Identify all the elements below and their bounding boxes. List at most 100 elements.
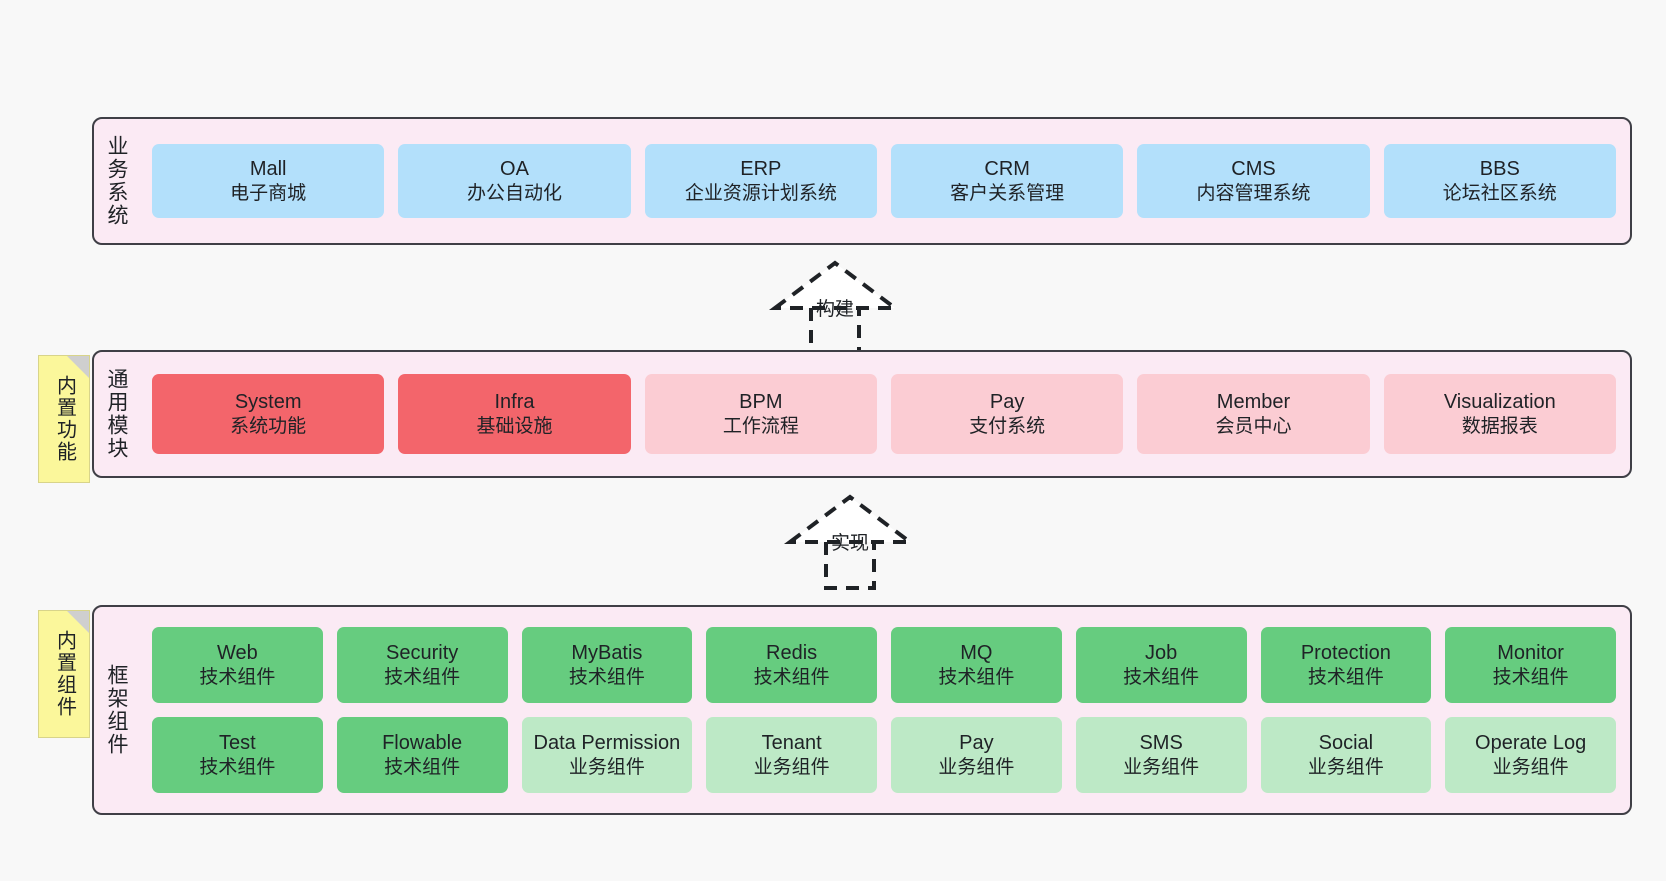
card-tenant[interactable]: Tenant 业务组件 xyxy=(706,717,877,793)
card-pay[interactable]: Pay 支付系统 xyxy=(890,374,1124,454)
card-protection[interactable]: Protection 技术组件 xyxy=(1260,627,1432,703)
card-title: CRM xyxy=(984,158,1030,181)
card-crm[interactable]: CRM 客户关系管理 xyxy=(890,144,1124,218)
card-title: Infra xyxy=(494,391,535,414)
card-subtitle: 业务组件 xyxy=(938,756,1015,778)
card-title: Protection xyxy=(1300,642,1391,665)
card-test[interactable]: Test 技术组件 xyxy=(152,717,323,793)
card-erp[interactable]: ERP 企业资源计划系统 xyxy=(644,144,877,218)
card-subtitle: 技术组件 xyxy=(384,756,461,778)
card-title: ERP xyxy=(740,158,782,181)
card-title: BPM xyxy=(739,391,783,414)
card-data-permission[interactable]: Data Permission 业务组件 xyxy=(521,717,693,793)
card-title: Job xyxy=(1145,642,1178,665)
card-title: Operate Log xyxy=(1475,732,1587,755)
card-monitor[interactable]: Monitor 技术组件 xyxy=(1445,627,1616,703)
arrow-implement-glyph xyxy=(784,494,916,590)
card-subtitle: 技术组件 xyxy=(568,666,645,688)
card-subtitle: 系统功能 xyxy=(230,415,307,437)
card-subtitle: 电子商城 xyxy=(230,182,307,204)
layer-title-common: 通用模块 xyxy=(105,368,129,460)
card-subtitle: 办公自动化 xyxy=(466,182,562,204)
arrow-build-label: 构建 xyxy=(816,299,855,320)
card-subtitle: 业务组件 xyxy=(753,756,830,778)
card-flowable[interactable]: Flowable 技术组件 xyxy=(336,717,508,793)
card-title: Social xyxy=(1318,732,1374,755)
card-visualization[interactable]: Visualization 数据报表 xyxy=(1383,374,1616,454)
card-oa[interactable]: OA 办公自动化 xyxy=(398,144,631,218)
card-title: Member xyxy=(1216,391,1291,414)
card-bpm[interactable]: BPM 工作流程 xyxy=(644,374,877,454)
card-subtitle: 技术组件 xyxy=(199,756,276,778)
card-subtitle: 技术组件 xyxy=(938,666,1015,688)
arrow-implement-label: 实现 xyxy=(831,533,870,554)
card-title: Data Permission xyxy=(533,732,681,755)
layer-business-system: 业务系统 Mall 电子商城 OA 办公自动化 ERP 企业资源计划系统 CRM… xyxy=(92,117,1632,245)
card-pay-business[interactable]: Pay 业务组件 xyxy=(891,717,1062,793)
card-redis[interactable]: Redis 技术组件 xyxy=(706,627,877,703)
card-title: Flowable xyxy=(382,732,463,755)
sticky-note-builtin-components: 内置组件 xyxy=(38,610,90,738)
card-mq[interactable]: MQ 技术组件 xyxy=(891,627,1062,703)
card-title: SMS xyxy=(1139,732,1183,755)
layer-title-framework: 框架组件 xyxy=(105,664,129,756)
card-title: Test xyxy=(219,732,256,755)
card-title: Redis xyxy=(766,642,818,665)
card-subtitle: 技术组件 xyxy=(199,666,276,688)
card-system[interactable]: System 系统功能 xyxy=(152,374,385,454)
card-subtitle: 工作流程 xyxy=(722,415,799,437)
row: Web 技术组件 Security 技术组件 MyBatis 技术组件 Redi… xyxy=(152,627,1616,703)
sticky-fold-icon xyxy=(67,356,89,378)
card-subtitle: 基础设施 xyxy=(476,415,553,437)
row: Test 技术组件 Flowable 技术组件 Data Permission … xyxy=(152,717,1616,793)
card-subtitle: 数据报表 xyxy=(1461,415,1538,437)
sticky-label: 内置功能 xyxy=(53,375,76,463)
card-job[interactable]: Job 技术组件 xyxy=(1075,627,1247,703)
card-mall[interactable]: Mall 电子商城 xyxy=(152,144,385,218)
sticky-fold-icon xyxy=(67,611,89,633)
card-title: BBS xyxy=(1479,158,1520,181)
arrow-implement: 实现 xyxy=(775,492,925,592)
layer-framework-component: 框架组件 Web 技术组件 Security 技术组件 MyBatis 技术组件… xyxy=(92,605,1632,815)
card-subtitle: 内容管理系统 xyxy=(1196,182,1311,204)
card-title: System xyxy=(234,391,302,414)
card-security[interactable]: Security 技术组件 xyxy=(336,627,508,703)
card-subtitle: 业务组件 xyxy=(1123,756,1200,778)
layer-title-business: 业务系统 xyxy=(105,135,129,227)
card-infra[interactable]: Infra 基础设施 xyxy=(398,374,631,454)
card-social[interactable]: Social 业务组件 xyxy=(1260,717,1432,793)
card-subtitle: 业务组件 xyxy=(1492,756,1569,778)
layer-body-business: Mall 电子商城 OA 办公自动化 ERP 企业资源计划系统 CRM 客户关系… xyxy=(138,119,1630,243)
card-cms[interactable]: CMS 内容管理系统 xyxy=(1137,144,1370,218)
layer-common-module: 通用模块 System 系统功能 Infra 基础设施 BPM 工作流程 Pay… xyxy=(92,350,1632,478)
layer-body-common: System 系统功能 Infra 基础设施 BPM 工作流程 Pay 支付系统… xyxy=(138,352,1630,476)
card-subtitle: 客户关系管理 xyxy=(950,182,1065,204)
sticky-label: 内置组件 xyxy=(53,630,76,718)
card-title: Visualization xyxy=(1443,391,1556,414)
card-subtitle: 业务组件 xyxy=(1307,756,1384,778)
card-title: Security xyxy=(386,642,459,665)
card-web[interactable]: Web 技术组件 xyxy=(152,627,323,703)
card-mybatis[interactable]: MyBatis 技术组件 xyxy=(521,627,693,703)
card-sms[interactable]: SMS 业务组件 xyxy=(1075,717,1247,793)
arrow-build: 构建 xyxy=(760,258,910,358)
card-title: CMS xyxy=(1231,158,1276,181)
card-subtitle: 技术组件 xyxy=(753,666,830,688)
card-subtitle: 技术组件 xyxy=(1123,666,1200,688)
card-subtitle: 业务组件 xyxy=(568,756,645,778)
card-title: Tenant xyxy=(761,732,822,755)
card-title: MyBatis xyxy=(571,642,643,665)
card-operate-log[interactable]: Operate Log 业务组件 xyxy=(1445,717,1616,793)
card-title: Pay xyxy=(959,732,994,755)
card-member[interactable]: Member 会员中心 xyxy=(1137,374,1370,454)
card-subtitle: 论坛社区系统 xyxy=(1442,182,1557,204)
card-subtitle: 技术组件 xyxy=(1492,666,1569,688)
row: System 系统功能 Infra 基础设施 BPM 工作流程 Pay 支付系统… xyxy=(152,374,1616,454)
card-bbs[interactable]: BBS 论坛社区系统 xyxy=(1383,144,1616,218)
card-title: Mall xyxy=(249,158,287,181)
card-subtitle: 技术组件 xyxy=(384,666,461,688)
card-title: OA xyxy=(500,158,529,181)
card-title: Monitor xyxy=(1497,642,1564,665)
card-subtitle: 企业资源计划系统 xyxy=(684,182,837,204)
